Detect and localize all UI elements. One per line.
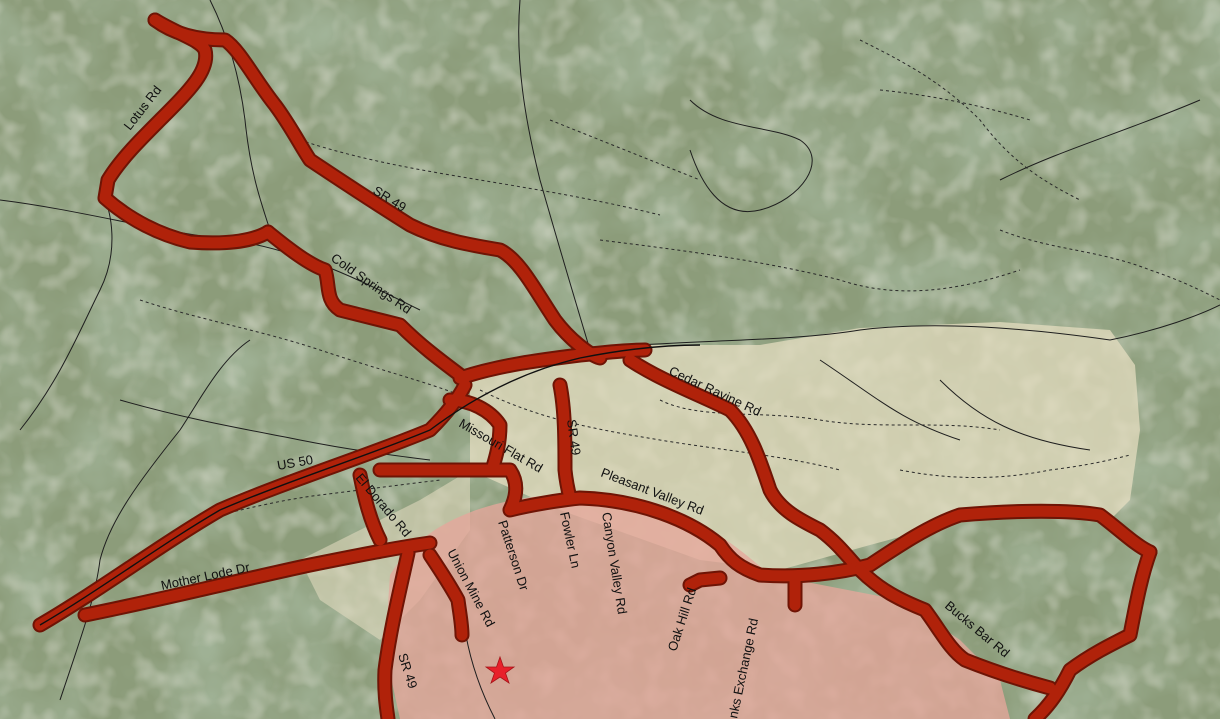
route-sr49-north bbox=[149, 14, 606, 364]
route-lotus-rd bbox=[99, 14, 274, 249]
label-sr49-central: SR 49 bbox=[564, 418, 584, 456]
route-oak-hill-stub bbox=[684, 572, 726, 591]
route-sr49-central bbox=[554, 379, 576, 504]
route-bucks-bar-rd bbox=[854, 564, 1056, 694]
route-mother-lode-dr bbox=[79, 537, 436, 621]
route-el-dorado-rd bbox=[354, 469, 386, 546]
route-pleasant-valley-rd bbox=[374, 464, 1156, 582]
star-marker-icon[interactable] bbox=[484, 655, 516, 684]
trails bbox=[139, 39, 1220, 521]
route-cedar-ravine-rd bbox=[624, 354, 866, 576]
focus-zone-pink bbox=[385, 494, 1010, 719]
label-us50: US 50 bbox=[276, 452, 314, 473]
route-sr49-south bbox=[379, 547, 414, 724]
route-missouri-flat-loop bbox=[444, 394, 506, 476]
route-union-mine-rd bbox=[424, 549, 468, 641]
route-bucks-bar-east bbox=[1029, 546, 1156, 724]
route-cold-springs-rd bbox=[262, 226, 466, 381]
highway-centerline bbox=[39, 344, 701, 626]
